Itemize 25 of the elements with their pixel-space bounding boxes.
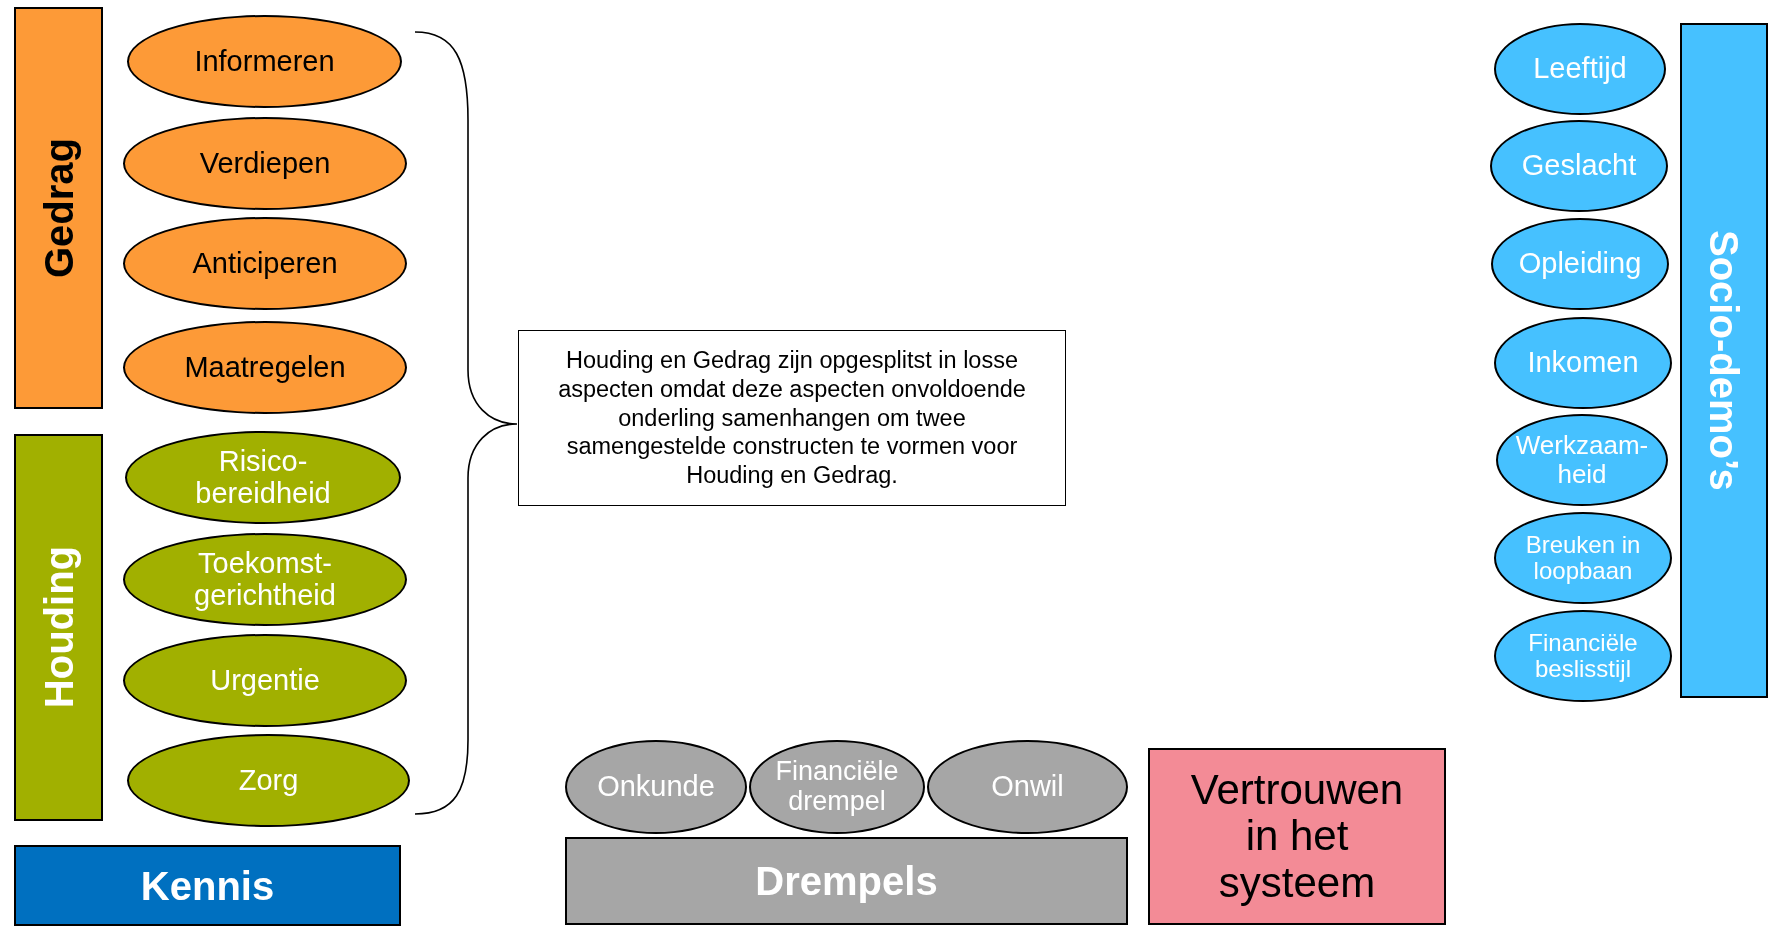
aspect-ellipse: Informeren: [127, 15, 402, 108]
aspect-ellipse: Onkunde: [565, 740, 747, 834]
aspect-ellipse: Financiële beslisstijl: [1494, 610, 1672, 702]
aspect-ellipse: Werkzaam- heid: [1496, 414, 1668, 506]
aspect-ellipse: Financiële drempel: [749, 740, 925, 834]
category-box: Drempels: [565, 837, 1128, 925]
aspect-ellipse: Maatregelen: [123, 321, 407, 414]
aspect-ellipse: Urgentie: [123, 634, 407, 727]
aspect-ellipse: Risico- bereidheid: [125, 431, 401, 524]
category-bar: Gedrag: [14, 7, 103, 409]
aspect-ellipse: Inkomen: [1494, 317, 1672, 409]
aspect-ellipse: Zorg: [127, 734, 410, 827]
category-box: Kennis: [14, 845, 401, 926]
note-box: Houding en Gedrag zijn opgesplitst in losse aspecten omdat deze aspecten onvoldoende onderling samenhangen om twee samengestelde constructen te vormen voor Houding en Gedrag.: [518, 330, 1066, 506]
aspect-ellipse: Onwil: [927, 740, 1128, 834]
aspect-ellipse: Anticiperen: [123, 217, 407, 310]
aspect-ellipse: Toekomst- gerichtheid: [123, 533, 407, 626]
aspect-ellipse: Leeftijd: [1494, 23, 1666, 115]
aspect-ellipse: Geslacht: [1490, 120, 1668, 212]
category-box: Vertrouwen in het systeem: [1148, 748, 1446, 925]
aspect-ellipse: Opleiding: [1491, 218, 1669, 310]
aspect-ellipse: Breuken in loopbaan: [1494, 512, 1672, 604]
aspect-ellipse: Verdiepen: [123, 117, 407, 210]
category-bar: Houding: [14, 434, 103, 821]
category-bar: Socio-demo’s: [1680, 23, 1768, 698]
